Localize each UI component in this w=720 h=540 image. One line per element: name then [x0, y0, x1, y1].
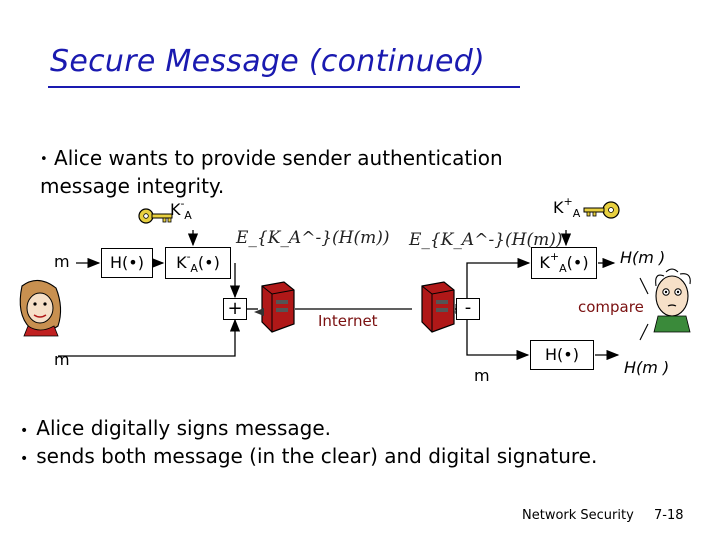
public-key-label: K+A: [553, 195, 581, 220]
bullet-list: •Alice digitally signs message. •sends b…: [20, 416, 597, 472]
sign-box: K-A(•): [165, 247, 231, 279]
private-key-label: K-A: [170, 197, 192, 222]
private-key-icon: [138, 208, 173, 224]
internet-label: Internet: [318, 312, 378, 330]
intro-line-1: Alice wants to provide sender authentica…: [54, 146, 503, 170]
minus-operator: -: [456, 298, 480, 320]
alice-figure: [19, 279, 62, 337]
bullet-item-2: •sends both message (in the clear) and d…: [20, 444, 598, 468]
title-underline: [48, 86, 520, 88]
message-label-bottom: m: [54, 350, 70, 369]
message-label-receiver: m: [474, 366, 490, 385]
bullet-item-1: •Alice digitally signs message.: [20, 416, 331, 440]
slide-title: Secure Message (continued): [50, 44, 486, 79]
intro-bullet: •: [40, 152, 48, 167]
arrow-minus-to-hash: [466, 318, 530, 361]
plus-operator: +: [223, 298, 247, 320]
compare-line-top: [639, 277, 649, 295]
verify-box: K+A(•): [531, 247, 597, 279]
arrow-minus-to-verify: [466, 257, 531, 300]
router-icon-right: [421, 281, 464, 333]
hash-result-bottom: H(m ): [624, 358, 670, 377]
message-label-top: m: [54, 252, 70, 271]
public-key-icon: [583, 201, 620, 219]
hash-box: H(•): [101, 248, 153, 278]
arrow-m-to-plus: [58, 318, 241, 357]
intro-text: • Alice wants to provide sender authenti…: [40, 145, 503, 200]
compare-line-bottom: [639, 323, 649, 341]
formula-sign: E_{K_A^-}(H(m)): [236, 228, 390, 248]
compare-label: compare: [578, 298, 644, 316]
hash-box-receiver: H(•): [530, 340, 594, 370]
footer-section: Network Security: [522, 508, 634, 523]
bob-figure: [653, 268, 691, 333]
formula-verify: E_{K_A^-}(H(m)): [409, 230, 563, 250]
footer-page-number: 7-18: [654, 508, 684, 523]
intro-line-2: message integrity.: [40, 174, 225, 198]
router-icon-left: [254, 281, 295, 333]
hash-result-top: H(m ): [620, 248, 666, 267]
